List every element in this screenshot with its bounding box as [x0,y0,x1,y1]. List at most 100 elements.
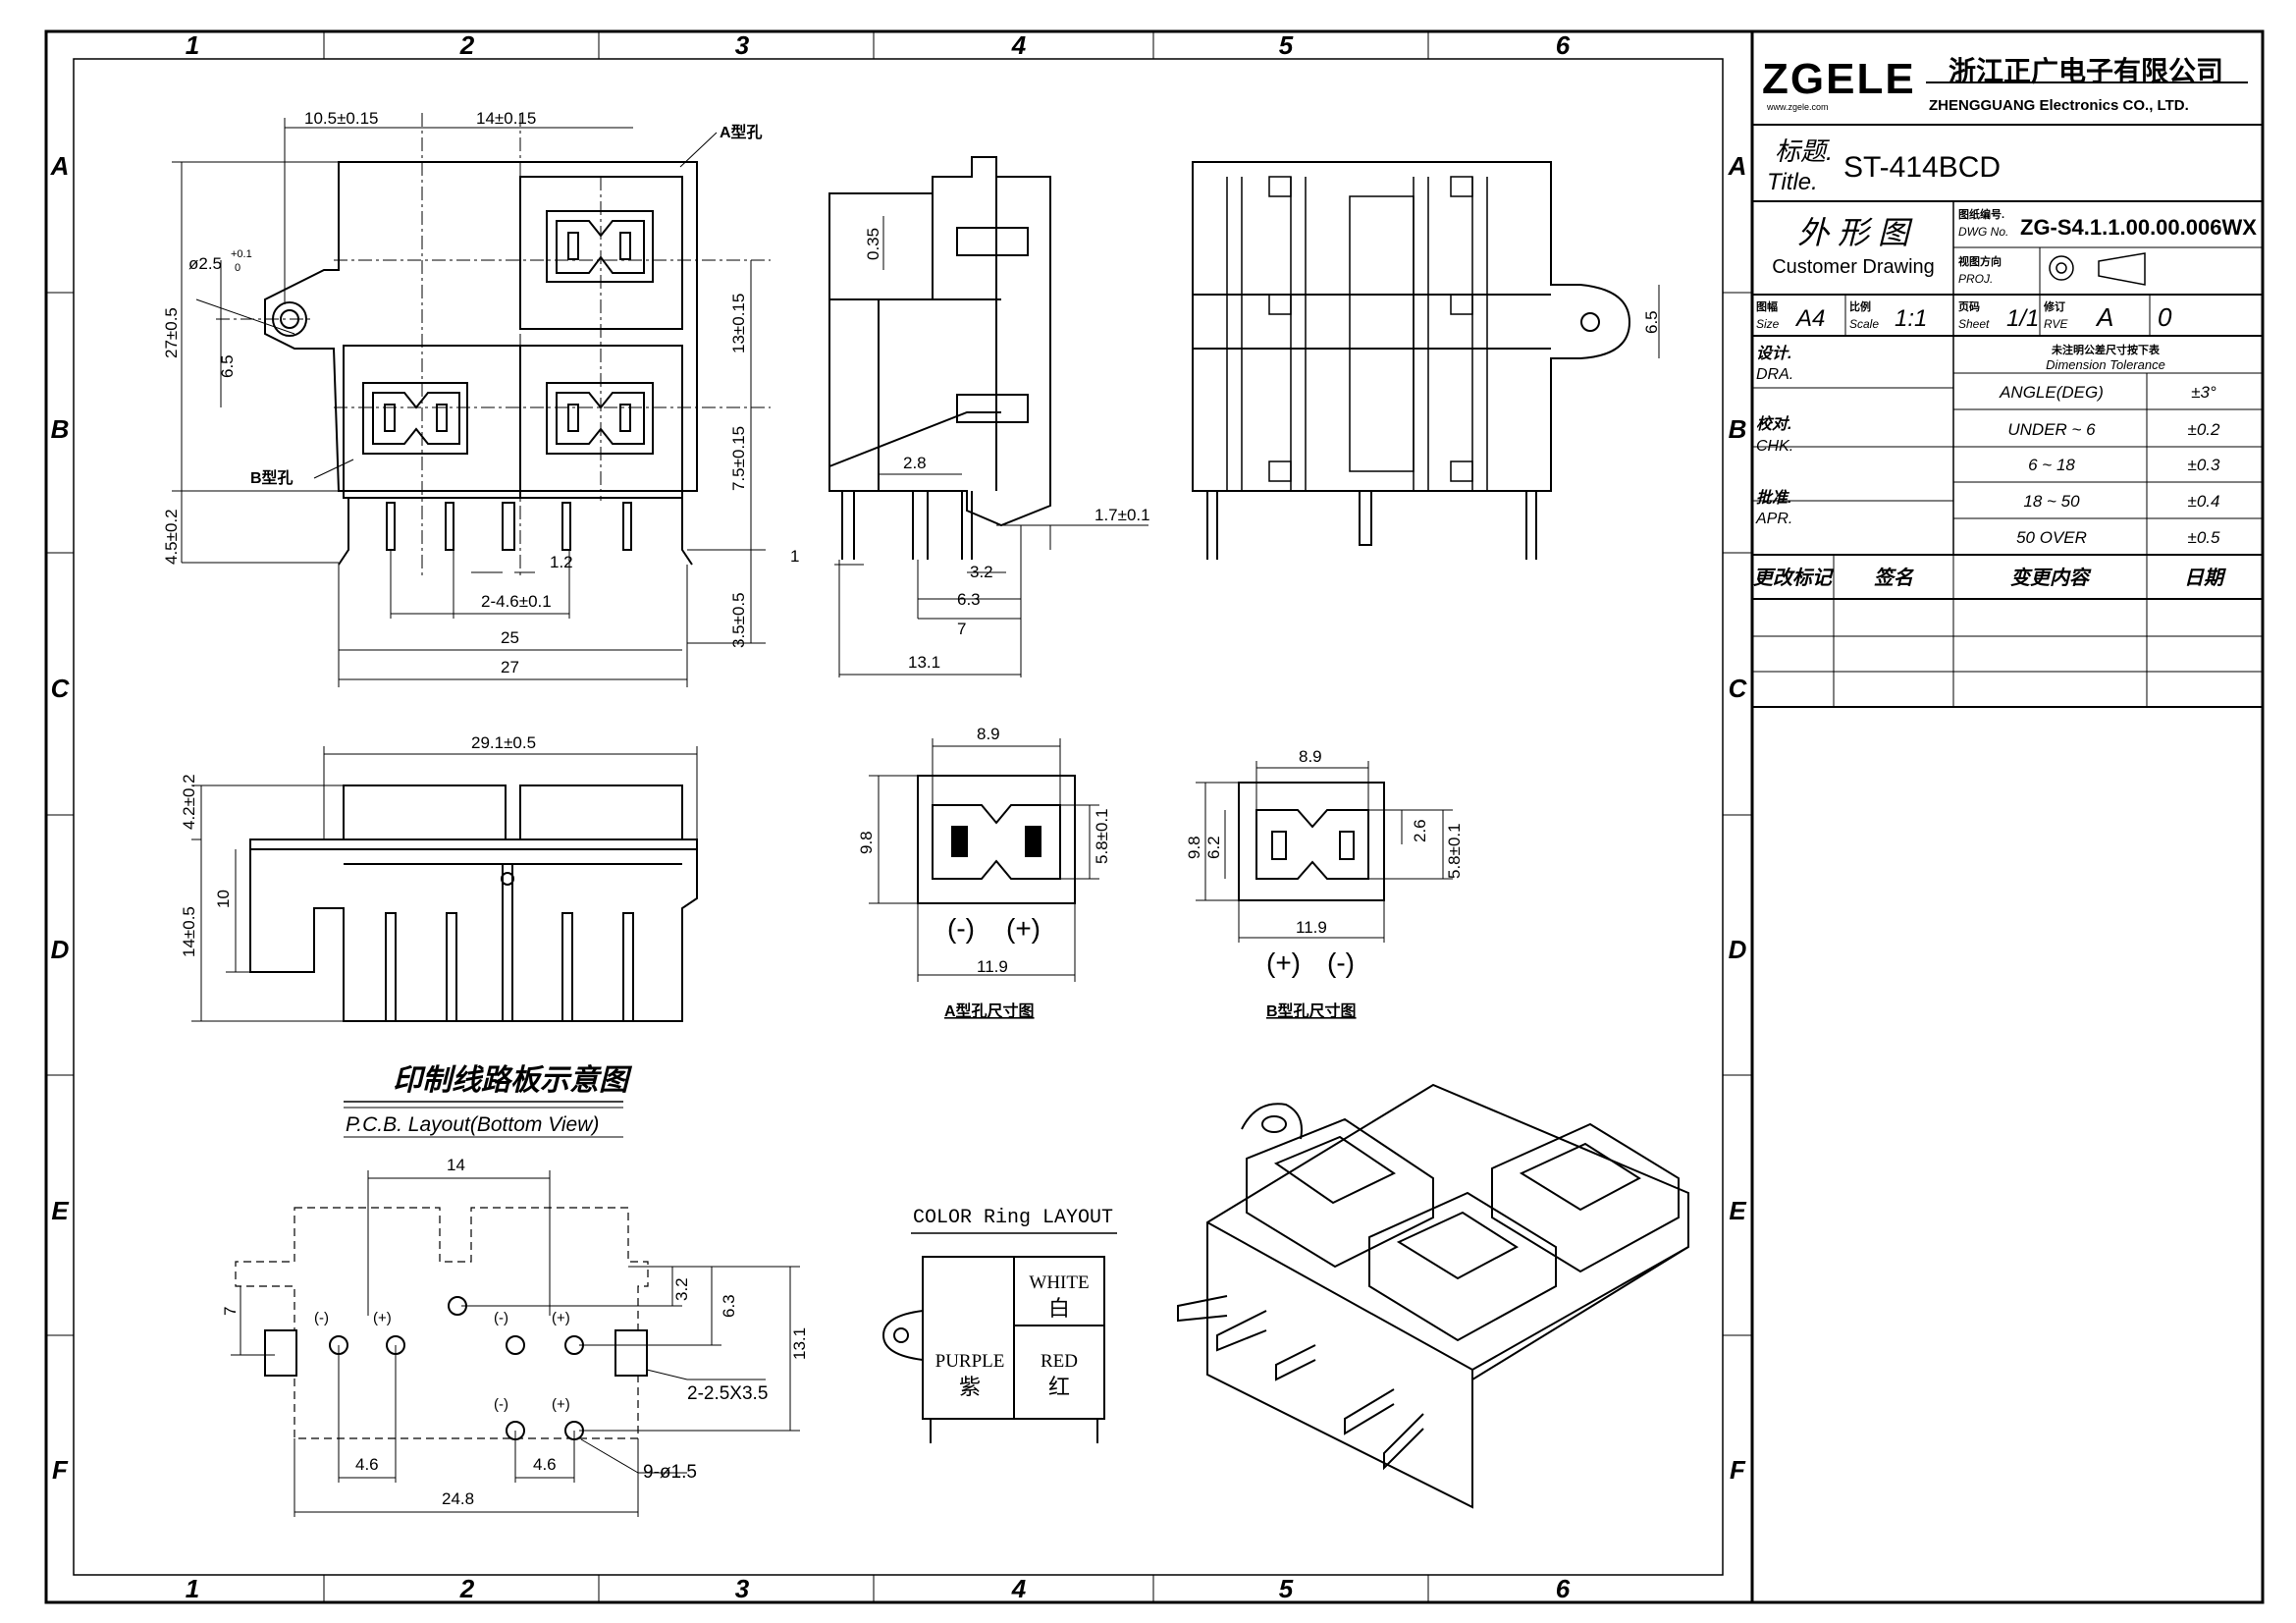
hole-type-b-label: B型孔 [250,469,294,487]
row-label: B [1729,414,1747,444]
color-white-cn: 白 [1048,1296,1070,1321]
dim-label: 6.2 [1204,836,1223,859]
color-ring-title: COLOR Ring LAYOUT [913,1207,1113,1229]
front-view-labels: 10.5±0.15 14±0.15 ø2.5 +0.1 0 27±0.5 6.5… [162,109,763,676]
col-label: 5 [1279,30,1294,60]
dim-label: 10 [214,890,233,908]
color-red-cn: 红 [1048,1375,1070,1399]
dim-label: 14 [447,1156,465,1174]
back-view-labels: 6.5 [1642,310,1661,334]
col-label: 6 [1556,30,1571,60]
pcb-polarity-positive: (+) [552,1396,570,1413]
rev-value: A [2095,302,2113,332]
row-label: E [1729,1196,1746,1225]
side-view-dimensions [834,216,1148,677]
rev-header-mark: 更改标记 [1753,567,1835,589]
row-label: A [1728,151,1747,181]
tolerance-title-cn: 未注明公差尺寸按下表 [2051,343,2161,356]
dim-label: 27±0.5 [162,307,181,358]
dim-label: 10.5±0.15 [304,109,379,128]
dim-label: 7 [957,620,966,638]
hole-b-dimensions [1196,761,1453,943]
chk-label-cn: 校对. [1756,415,1791,433]
size-label-en: Size [1756,317,1780,331]
rev-header-content: 变更内容 [2010,567,2092,589]
dim-label: 7 [221,1307,240,1316]
dim-label: 13.1 [790,1327,809,1360]
dim-label: 8.9 [1299,747,1322,766]
dim-label: 27 [501,658,519,676]
dim-label: 6.5 [1642,310,1661,334]
dim-label: 0 [235,262,240,274]
title-value: ST-414BCD [1843,151,2001,184]
proj-label-en: PROJ. [1958,272,1993,286]
hole-a-labels: 8.9 9.8 5.8±0.1 11.9 (-) (+) A型孔尺寸图 [857,725,1111,1020]
rev-header-sign: 签名 [1874,567,1914,589]
dim-label: 3.2 [970,563,993,581]
row-label: E [51,1196,69,1225]
tolerance-title-en: Dimension Tolerance [2046,357,2165,372]
title-label-en: Title. [1767,169,1818,195]
dim-label: 24.8 [442,1489,474,1508]
dra-label-en: DRA. [1756,366,1793,383]
pcb-polarity-positive: (+) [552,1310,570,1326]
dim-label: 25 [501,628,519,647]
dim-label: +0.1 [231,248,252,260]
polarity-positive: (+) [1006,913,1041,944]
back-view [1192,161,1660,560]
size-value: A4 [1794,305,1825,332]
tolerance-range: 50 OVER [2016,528,2087,547]
tolerance-range: 18 ~ 50 [2023,492,2080,511]
company-name-cn: 浙江正广电子有限公司 [1949,56,2223,86]
pcb-polarity-negative: (-) [314,1310,329,1326]
drawing-type-cn: 外 形 图 [1797,215,1913,250]
dim-label: 5.8±0.1 [1093,808,1111,864]
dim-label: 9.8 [857,831,876,854]
color-purple-cn: 紫 [959,1375,981,1399]
sheet-label-en: Sheet [1958,317,1990,331]
row-label: A [50,151,70,181]
dwg-label-cn: 图纸编号. [1958,207,2004,221]
pcb-polarity-positive: (+) [373,1310,392,1326]
polarity-positive: (+) [1266,947,1301,978]
col-label: 3 [735,30,750,60]
dim-label: 9-ø1.5 [643,1462,697,1483]
col-label: 4 [1011,1574,1027,1603]
bottom-view-dimensions [191,746,698,1022]
tolerance-value: ±0.5 [2188,528,2221,547]
col-label: 1 [186,30,199,60]
dim-label: 11.9 [977,957,1008,976]
front-view [216,113,771,579]
scale-label-cn: 比例 [1849,299,1871,313]
row-label: F [52,1455,69,1485]
dim-label: 14±0.5 [180,906,198,957]
tolerance-value: ±3° [2191,383,2216,402]
dim-label: 11.9 [1296,918,1327,937]
dim-label: 13.1 [908,653,940,672]
tolerance-value: ±0.3 [2188,456,2221,474]
row-label: D [1729,935,1747,964]
dwg-label-en: DWG No. [1958,225,2008,239]
company-logo: ZGELE [1762,55,1916,103]
tolerance-range: UNDER ~ 6 [2007,420,2096,439]
bottom-view [249,784,698,1022]
sheet-value: 1/1 [2006,305,2039,332]
col-label: 1 [186,1574,199,1603]
dim-label: 3.5±0.5 [729,592,748,648]
isometric-view [1177,1083,1689,1509]
hole-type-a-label: A型孔 [720,124,763,141]
dim-label: 9.8 [1185,836,1203,859]
pcb-title-en: P.C.B. Layout(Bottom View) [346,1113,599,1136]
title-label-cn: 标题. [1775,136,1833,166]
row-label: F [1730,1455,1746,1485]
apr-label-cn: 批准. [1756,489,1791,507]
proj-label-cn: 视图方向 [1958,254,2002,268]
tolerance-range: ANGLE(DEG) [1999,383,2104,402]
side-view-labels: 0.35 2.8 1 1.7±0.1 3.2 6.3 7 13.1 [790,228,1150,672]
color-purple-label: PURPLE [935,1351,1005,1372]
dim-label: 2.6 [1411,819,1429,842]
pcb-holes [264,1296,648,1440]
hole-b-labels: 8.9 9.8 6.2 2.6 5.8±0.1 11.9 (+) (-) B型孔… [1185,747,1464,1020]
color-red-label: RED [1041,1351,1078,1372]
bottom-view-labels: 29.1±0.5 4.2±0.2 10 14±0.5 [180,733,536,957]
